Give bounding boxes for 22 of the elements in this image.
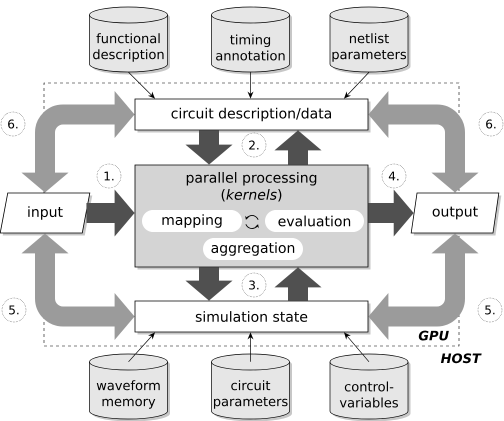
callout-number: 4. bbox=[382, 164, 406, 188]
database-cylinder: circuit parameters bbox=[211, 354, 292, 421]
callout-number: 6. bbox=[478, 112, 504, 136]
region-label: HOST bbox=[440, 353, 482, 364]
callout-number: 2. bbox=[242, 132, 266, 158]
database-cylinder: waveform memory bbox=[89, 354, 170, 421]
callout-number: 5. bbox=[2, 298, 26, 322]
database-cylinder: netlist parameters bbox=[330, 6, 410, 74]
process-box: circuit description/data bbox=[134, 98, 370, 132]
database-cylinder: functional description bbox=[89, 6, 170, 74]
rounded-box: evaluation bbox=[265, 210, 364, 232]
callout-number: 6. bbox=[0, 112, 26, 136]
io-parallelogram: output bbox=[410, 192, 502, 236]
callout-number: 3. bbox=[242, 272, 266, 298]
database-cylinder: timing annotation bbox=[211, 6, 292, 74]
rounded-box: aggregation bbox=[203, 238, 303, 260]
database-cylinder: control-variables bbox=[330, 354, 410, 421]
io-parallelogram: input bbox=[0, 192, 92, 236]
rounded-box: mapping bbox=[142, 210, 242, 232]
process-box: simulation state bbox=[134, 300, 370, 334]
callout-number: 1. bbox=[96, 164, 122, 188]
callout-number: 5. bbox=[478, 298, 502, 322]
